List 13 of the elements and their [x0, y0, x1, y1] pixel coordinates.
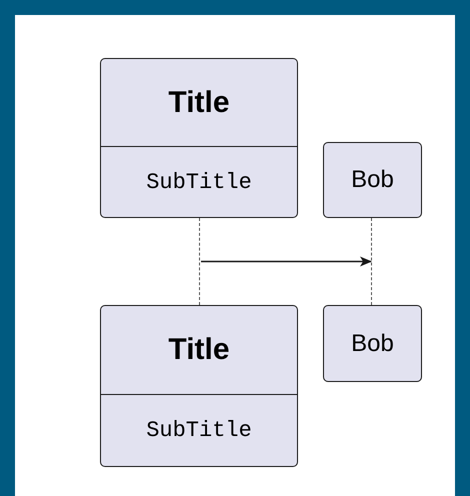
participant-title: Title: [168, 333, 230, 367]
lifeline: [371, 218, 373, 305]
participant-title: Title: [168, 86, 230, 120]
participant-name: Bob: [351, 330, 394, 358]
message-arrow: [201, 256, 372, 266]
participant-subtitle: SubTitle: [146, 418, 252, 443]
participant-name: Bob: [351, 166, 394, 194]
participant-box: [323, 305, 422, 382]
participant-box: [100, 305, 298, 467]
participant-subtitle: SubTitle: [146, 170, 252, 194]
lifeline: [199, 218, 201, 305]
participant-box: [100, 58, 298, 218]
participant-box: [323, 142, 422, 218]
